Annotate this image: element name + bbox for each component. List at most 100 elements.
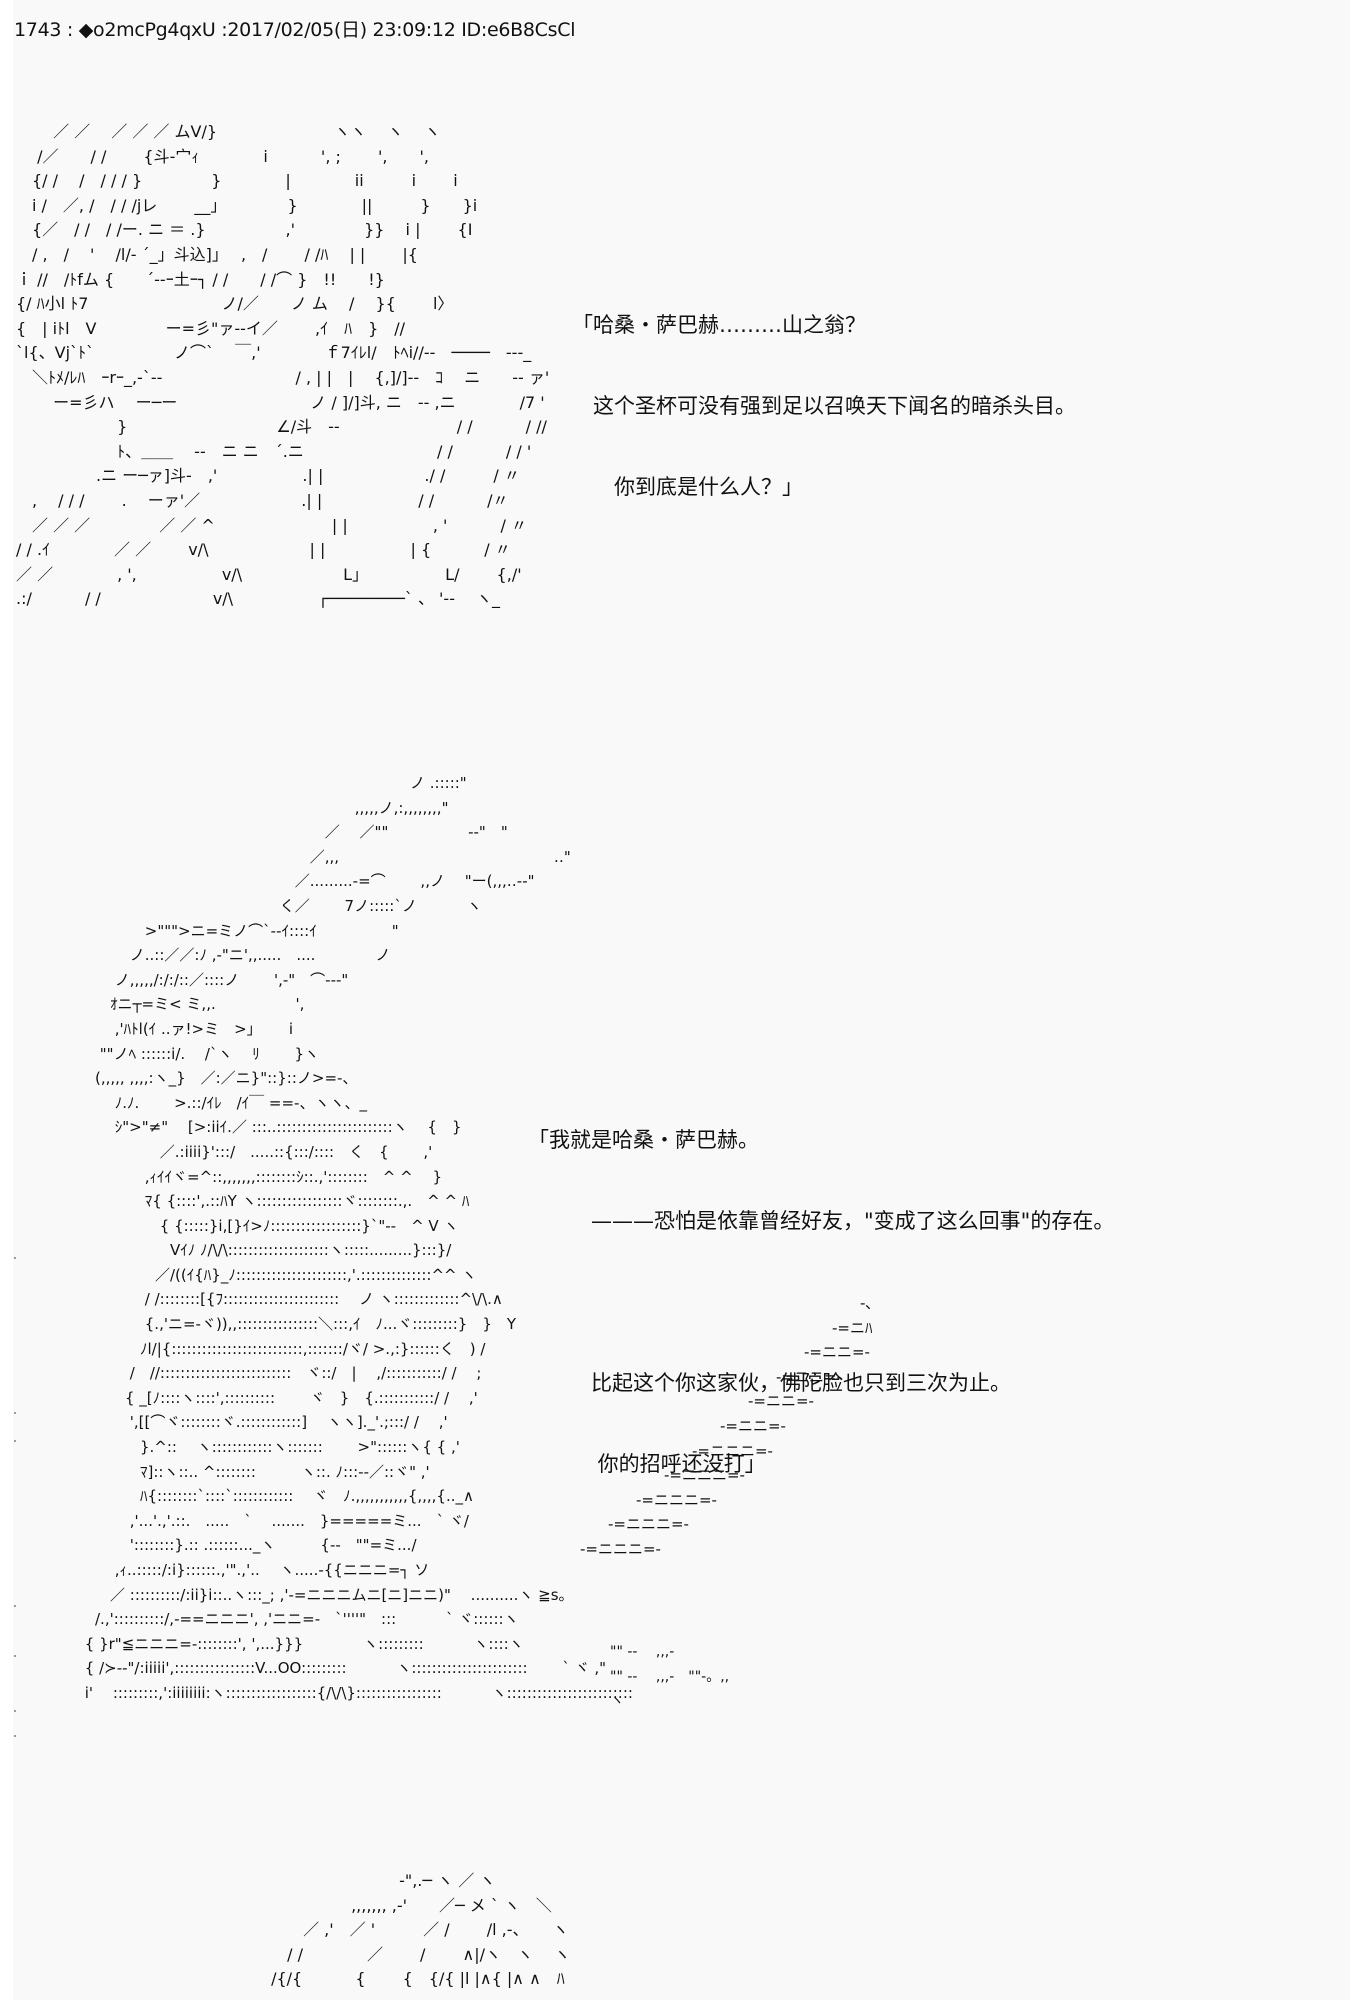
ascii-art-scene-3: -",.─ ヽ ／ ヽ ,,,,,,, ,-' ／─ メ ` ヽ ＼ ／ ,' … [250, 1868, 570, 1991]
dialogue-line: 这个圣杯可没有强到足以召唤天下闻名的暗杀头目。 [572, 394, 1076, 418]
ascii-art-scene-1: ／ ／ ／ ／ ／ ムV/} ヽヽ ヽ ヽ /／ / / {斗-宀ｨ i ', … [16, 120, 549, 612]
ascii-art-line: '::::::::}.:: .::::::..._ヽ {-- ""=ミ.../ [50, 1536, 417, 1555]
ascii-art-line: ',[[⌒ヾ::::::::ヾ.::::::::::::] ヽヽ]._'.;::… [50, 1413, 448, 1432]
ascii-art-line: / , / ' /l/- ´_」斗込]」 , / / /ﾊ | | |{ [16, 244, 418, 264]
ascii-art-line: "" -- ,,,- [610, 1644, 675, 1660]
ascii-art-line: ／ ／ ／ ／ ／ ムV/} ヽヽ ヽ ヽ [16, 122, 441, 141]
ascii-art-line: ,ｨ..:::::/:i}::::::.,'".,'.. ヽ.....-{{ニニ… [50, 1561, 430, 1579]
ascii-art-line: ／ ／ ／ ／ ／ ^ | | , ' / 〃 [16, 515, 528, 535]
ascii-art-line: ﾉ.ﾉ. >.::/ｲﾚ /ｲ￣ ==-、ヽヽ、_ [50, 1093, 367, 1112]
ascii-art-line: {／ / / / /ー. ニ ＝ .} ,' }} i | {I [16, 220, 473, 240]
ascii-art-line: { | iﾄl V ー=彡"ァ--イ／ ,ｲ ﾊ } // [16, 318, 406, 338]
ascii-art-line: Vｲﾉ ﾉ/\/\::::::::::::::::::::ヽ:::::.....… [50, 1241, 452, 1260]
ascii-art-line: ／ ::::::::::/:ii}i::..ヽ:::_; ,'-=ニニニムニ[ニ… [50, 1585, 574, 1604]
ascii-art-line: -=ニニ=- [804, 1343, 870, 1362]
ascii-art-line: ヽ [610, 1693, 624, 1710]
ascii-art-line: ｼ">"≠" [>:iiｲ.／ :::..:::::::::::::::::::… [50, 1118, 462, 1137]
ascii-art-line: { /≻--"/:iiiii',::::::::::::::::V...OO::… [50, 1659, 607, 1678]
ascii-art-line: -=ニニ=- [720, 1416, 786, 1435]
margin-dot [14, 1412, 16, 1414]
ascii-art-line: { {:::::}i,[}ｲ>ﾉ::::::::::::::::::}`"-- … [50, 1216, 459, 1235]
ascii-art-line: ﾏ{ {::::',.::ﾊY ヽ:::::::::::::::::ヾ:::::… [50, 1192, 470, 1211]
ascii-art-line: -=ニニニ=- [580, 1539, 661, 1558]
ascii-art-line: , / / / . ーァ'／ .| | / / /〃 [16, 490, 509, 510]
dialogue-line: 「我就是哈桑・萨巴赫。 [528, 1128, 759, 1152]
ascii-art-line: ﾉl/|{::::::::::::::::::::::::::,:::::::/… [50, 1339, 486, 1358]
ascii-art-line: ー=彡ハ ー─ー ノ / ]/]斗, ニ -- ,ニ /7 ' [16, 392, 545, 412]
dialogue-line: 你的招呼还没打」 [528, 1452, 766, 1476]
dialogue-scene-2: 「我就是哈桑・萨巴赫。 ———恐怕是依靠曾经好友，"变成了这么回事"的存在。 比… [528, 1073, 1114, 1505]
ascii-art-line: ノ..::／／:ﾉ ,-"ニ',,..... .... ノ [50, 946, 391, 965]
ascii-art-line: } ∠/斗 -- / / / // [16, 417, 547, 437]
ascii-art-line: }.^:: ヽ::::::::::::ヽ::::::: >"::::::ヽ{ {… [50, 1438, 460, 1457]
ascii-art-line: ﾏ]::ヽ::.. ^:::::::: ヽ::. ﾉ:::--／::ヾ" ,' [50, 1462, 430, 1481]
ascii-art-line: ﾊ{::::::::`::::`:::::::::::: ヾ ﾉ.,,,,,,,… [50, 1487, 474, 1506]
ascii-art-line: ,ｨｲｲヾ=^::,,,,,,,::::::::ｼ::.,':::::::: ^… [50, 1167, 443, 1186]
ascii-art-line: ／ ／"" --" " [50, 823, 508, 842]
ascii-art-line: `l{、Vj`ﾄ` ノ⌒` ￣,' ｆ7ｲﾚl/ ﾄﾍi//-- ──── --… [16, 343, 532, 363]
ascii-art-line: ｵニ┬=ミ< ミ,,. ', [50, 995, 305, 1014]
ascii-art-line: ／ ,' ／ ' ／ / /l ,-、 ヽ [250, 1920, 569, 1940]
ascii-art-line: { _[ﾉ::::ヽ::::',:::::::::: ヾ } {.:::::::… [50, 1388, 478, 1407]
ascii-art-line: (,,,,, ,,,,:ヽ_} ／:／ニ}"::}::ノ>=-、 [50, 1069, 358, 1088]
ascii-art-line: ＼ﾄﾒ/ﾚﾊ ｰrｰ_,-`-- / , | | | {,]/]-- ｺ ニ -… [16, 367, 550, 387]
ascii-art-line: -=ニニニ=- [636, 1490, 717, 1509]
ascii-art-line: -=ニニニ=- [692, 1441, 773, 1460]
ascii-art-line: ノ .:::::" [50, 774, 467, 792]
margin-dot [14, 1257, 16, 1259]
dialogue-line: 比起这个你这家伙，佛陀脸也只到三次为止。 [528, 1371, 1011, 1395]
ascii-art-line: ／/((ｲ{ﾊ}_ﾉ::::::::::::::::::::::,'.:::::… [50, 1265, 477, 1284]
dialogue-line [528, 1289, 1114, 1316]
ascii-art-line: i / ／, / / / /jレ __」 } || } }i [16, 195, 478, 215]
ascii-art-line: -=ニニ=- [776, 1367, 842, 1386]
ascii-art-line: く／ 7ノ:::::`ノ ヽ [50, 896, 482, 915]
margin-dot [14, 1605, 16, 1607]
ascii-art-line: >""">ニ=ミノ⌒`--ｲ::::ｲ " [50, 921, 399, 940]
ascii-art-line: /.,'::::::::::/,-==ニニニ', ,'ニニ=- `''''" :… [50, 1610, 519, 1629]
dialogue-line: 你到底是什么人？」 [572, 475, 803, 499]
ascii-art-line: ／ ／ , ', v/\ L」 L/ {,/' [16, 564, 522, 584]
ascii-art-line: ﾄ、＿＿ -- ニ ニ ´.ニ / / / / ' [16, 441, 532, 461]
margin-dot [14, 1710, 16, 1712]
ascii-art-line: ／,,, ‥" [50, 847, 571, 866]
dialogue-scene-1: 「哈桑・萨巴赫………山之翁？ 这个圣杯可没有强到足以召唤天下闻名的暗杀头目。 你… [572, 258, 1076, 528]
ascii-art-line: ／.........-=⌒ ,,ノ "ー(,,,‥--" [50, 872, 535, 891]
ascii-art-line: -=ニニニ=- [608, 1515, 689, 1534]
ascii-art-line: ／.:iiii}':::/ .....::{:::/:::: く { ,' [50, 1142, 433, 1161]
ascii-art-line: / / .ｲ ／ ／ v/\ | | | { / 〃 [16, 540, 511, 560]
ascii-art-line: {/ ﾊ小l ﾄ7 ノ/／ ノ ム / }{ l〉 [16, 294, 454, 314]
margin-dot [14, 1440, 16, 1442]
ascii-art-line: -=ニニニ=- [664, 1466, 745, 1485]
ascii-art-line: .:/ / / v/\ ┌────────` 、 '-- ヽ_ [16, 589, 501, 609]
ascii-art-line: ,,,,,,, ,-' ／─ メ ` ヽ ＼ [250, 1895, 552, 1915]
post-page [13, 0, 1350, 2000]
ascii-art-line: { }r"≦ニニニ=-::::::::', ',...}}} ヽ::::::::… [50, 1634, 524, 1653]
ascii-art-line: -",.─ ヽ ／ ヽ [250, 1871, 496, 1890]
dialogue-line: ———恐怕是依靠曾经好友，"变成了这么回事"的存在。 [528, 1209, 1115, 1233]
post-header: 1743 : ◆o2mcPg4qxU :2017/02/05(日) 23:09:… [14, 19, 576, 41]
ascii-art-scene-2-blade: -､ -=ニﾊ -=ニニ=- -=ニニ=- -=ニニ=- -=ニニ=- -=ニニニ=- -=ニ… [560, 1290, 873, 1561]
ascii-art-scene-2: ノ .:::::" ,,,,,ノ,:,,,,,,,," ／ ／"" --" " … [50, 770, 633, 1705]
ascii-art-line: ""ノﾍ ::::::i/. /`ヽ ﾘ }ヽ [50, 1044, 320, 1063]
ascii-art-line: -=ニニ=- [748, 1392, 814, 1411]
ascii-art-line: {/ / / / / / } } | ii i i [16, 171, 458, 191]
ascii-art-line: / //:::::::::::::::::::::::::: ヾ::/ | ,/… [50, 1364, 482, 1383]
ascii-art-line: .ニ ー─ァ]斗- ,' .| | ./ / / 〃 [16, 466, 520, 486]
ascii-art-line: / / ／ / ∧|/ヽ ヽ ヽ [250, 1944, 571, 1964]
ascii-art-line: i' :::::::::,':iiiiiiii:ヽ:::::::::::::::… [50, 1683, 633, 1702]
ascii-art-line: / /::::::::[{ﾌ::::::::::::::::::::::: ノ … [50, 1290, 503, 1309]
ascii-art-line: "" -- ,,,- ""-。,, [610, 1668, 730, 1685]
margin-dot [14, 1655, 16, 1657]
ascii-art-line: ,'ﾊﾄl(ｲ ..ァ!>ミ >」 i [50, 1019, 294, 1038]
ascii-art-line: /{/{ { { {/{ |l |∧{ |∧ ∧ ﾊ [250, 1969, 565, 1989]
dialogue-line: 「哈桑・萨巴赫………山之翁？ [572, 313, 866, 337]
ascii-art-line: ｉ // /ﾄfム { ´--ｰ土ｰ┐ / / / /⌒ } !! !} [16, 269, 385, 289]
ascii-art-line: {.,'ニ=-ヾ)),,::::::::::::::::＼:::,ｲ ﾉ...ヾ… [50, 1315, 517, 1334]
ascii-art-line: ,,,,,ノ,:,,,,,,,," [50, 798, 449, 817]
ascii-art-line: ,'...'.,'.::. ..... ` ....... }=====ミ...… [50, 1511, 469, 1530]
margin-dot [14, 1735, 16, 1737]
ascii-art-line: -=ニﾊ [832, 1318, 873, 1337]
ascii-art-line: ノ,,,,,/:/:/::／::::ノ ',-" ⌒---" [50, 970, 349, 989]
ascii-art-line: /／ / / {斗-宀ｨ i ', ; ', ', [16, 146, 429, 166]
ascii-art-line: -､ [860, 1294, 873, 1312]
